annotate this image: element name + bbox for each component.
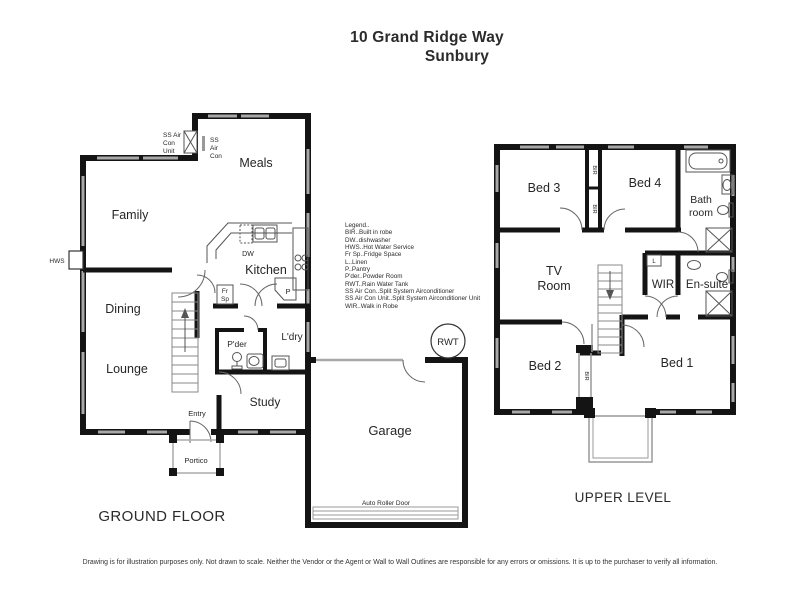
room-label-bed1: Bed 1 (661, 356, 694, 370)
stairs-up-arrow (181, 308, 189, 318)
ground-floor-label: GROUND FLOOR (98, 508, 226, 525)
auto-roller-door (312, 506, 459, 520)
kitchen-fixtures (206, 222, 309, 305)
dishwasher-label: DW (242, 251, 254, 258)
linen-label: L (652, 259, 656, 265)
hws-label: HWS (49, 258, 65, 265)
ss-air-con-unit-label-line3: Unit (163, 148, 175, 155)
laundry-trough (271, 355, 290, 371)
rwt-label: RWT (437, 337, 459, 348)
room-label-bed2: Bed 2 (529, 359, 562, 373)
legend-heading: Legend.. (345, 222, 370, 229)
room-label-ensuite: En-suite (686, 279, 728, 291)
room-label-bed3: Bed 3 (528, 181, 561, 195)
upper-level-stairs (597, 264, 623, 354)
bir-label-bed3: BIR (591, 165, 597, 174)
upper-level-interior-walls (497, 145, 736, 356)
ground-floor-plan: Family Meals Kitchen Dining Lounge Study… (49, 113, 468, 528)
room-label-bathroom-line1: Bath (690, 194, 712, 206)
upper-level-labels: Bed 3 Bed 4 Bath room TV Room WIR En-sui… (528, 165, 728, 380)
ground-floor-labels: Family Meals Kitchen Dining Lounge Study… (49, 132, 459, 507)
legend-entry: P..Pantry (345, 266, 371, 274)
legend-entry: P'der..Powder Room (345, 273, 403, 281)
fridge-space-label-line2: Sp (221, 296, 229, 303)
auto-roller-door-label: Auto Roller Door (362, 500, 411, 507)
portico-structure (169, 435, 224, 476)
room-label-garage: Garage (368, 423, 411, 438)
ensuite-fixtures (687, 260, 734, 317)
room-label-kitchen: Kitchen (245, 263, 287, 277)
room-label-wir: WIR (652, 279, 674, 291)
room-label-laundry: L'dry (281, 332, 302, 343)
ground-floor-interior-walls (83, 267, 311, 434)
ground-floor-stairs (171, 292, 199, 393)
page-subtitle: Sunbury (424, 48, 490, 65)
disclaimer-text: Drawing is for illustration purposes onl… (82, 559, 718, 566)
legend: Legend.. BIR..Built in robe DW..dishwash… (345, 222, 480, 310)
legend-entry: SS Air Con Unit..Split System Airconditi… (345, 295, 481, 303)
room-label-powder: P'der (227, 339, 247, 349)
ss-air-con-unit-label-line1: SS Air (163, 132, 182, 139)
room-label-meals: Meals (239, 156, 272, 170)
pantry-label: P (285, 287, 290, 296)
ss-air-con-unit-box (183, 130, 205, 154)
room-label-bathroom-line2: room (689, 207, 713, 219)
legend-entry: DW..dishwasher (345, 236, 391, 244)
ground-floor-windows (81, 114, 403, 434)
fridge-space-label-line1: Fr (222, 288, 229, 295)
ground-floor-door-arcs (177, 269, 426, 443)
page-title: 10 Grand Ridge Way (350, 29, 504, 46)
linen-cupboard (646, 254, 662, 267)
rain-water-tank (430, 323, 466, 359)
legend-entry: HWS..Hot Water Service (345, 244, 415, 252)
upper-level-door-arcs (559, 207, 699, 348)
stairs-down-arrow (606, 290, 614, 300)
ss-air-con-label-line1: SS (210, 137, 219, 144)
legend-entry: L..Linen (345, 258, 368, 266)
ground-floor-exterior-walls (80, 113, 468, 528)
room-label-tvroom-line1: TV (546, 264, 563, 278)
upper-level-label: UPPER LEVEL (574, 490, 672, 505)
balcony-structure (584, 408, 656, 463)
room-label-portico: Portico (184, 456, 207, 465)
upper-level-plan: Bed 3 Bed 4 Bath room TV Room WIR En-sui… (494, 144, 736, 463)
legend-entry: Fr Sp..Fridge Space (345, 251, 402, 259)
powder-room-fixtures (231, 352, 264, 370)
legend-entry: WIR..Walk in Robe (345, 302, 398, 310)
room-label-tvroom-line2: Room (537, 279, 570, 293)
room-label-entry: Entry (188, 409, 206, 418)
ss-air-con-label-line2: Air (210, 145, 219, 152)
ss-air-con-label-line3: Con (210, 153, 222, 160)
ss-air-con-unit-label-line2: Con (163, 140, 175, 147)
room-label-dining: Dining (105, 302, 140, 316)
bir-label-bed2: BIR (583, 371, 589, 380)
room-label-family: Family (112, 208, 150, 222)
room-label-lounge: Lounge (106, 362, 148, 376)
bathroom-fixtures (685, 149, 734, 253)
legend-entry: RWT..Rain Water Tank (345, 280, 409, 288)
legend-entry: SS Air Con..Split System Airconditioner (345, 288, 455, 296)
bed2-bir-closet (576, 324, 593, 412)
bir-label-bed4: BIR (591, 204, 597, 213)
legend-entry: BIR..Built in robe (345, 229, 393, 237)
room-label-study: Study (250, 395, 281, 409)
hws-unit (68, 250, 84, 270)
room-label-bed4: Bed 4 (629, 176, 662, 190)
